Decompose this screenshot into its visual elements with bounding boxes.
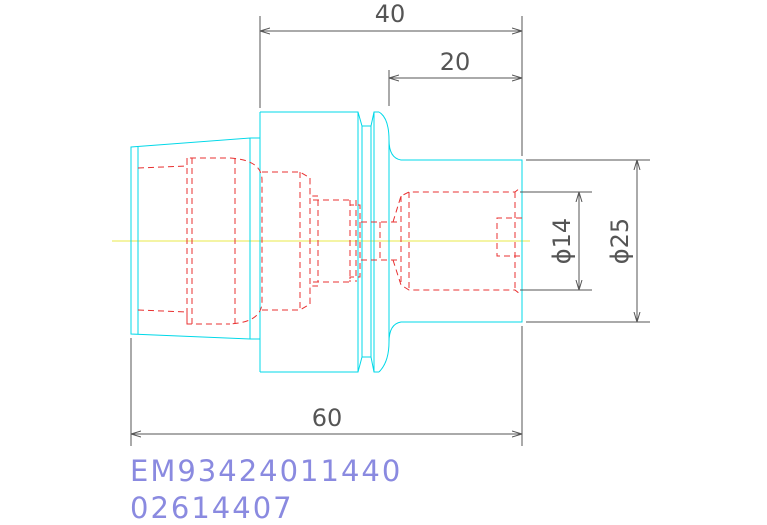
dim-label-40: 40: [375, 0, 406, 28]
part-number: EM93424011440: [130, 454, 403, 488]
dim-label-60: 60: [312, 404, 343, 432]
dim-label-phi14: ϕ14: [548, 218, 576, 264]
dim-label-phi25: ϕ25: [606, 218, 634, 264]
dim-label-20: 20: [440, 48, 471, 76]
part-outline: [130, 111, 523, 373]
part-code: 02614407: [130, 491, 294, 525]
dimension-lines: [131, 31, 637, 434]
hidden-lines: [137, 157, 522, 325]
